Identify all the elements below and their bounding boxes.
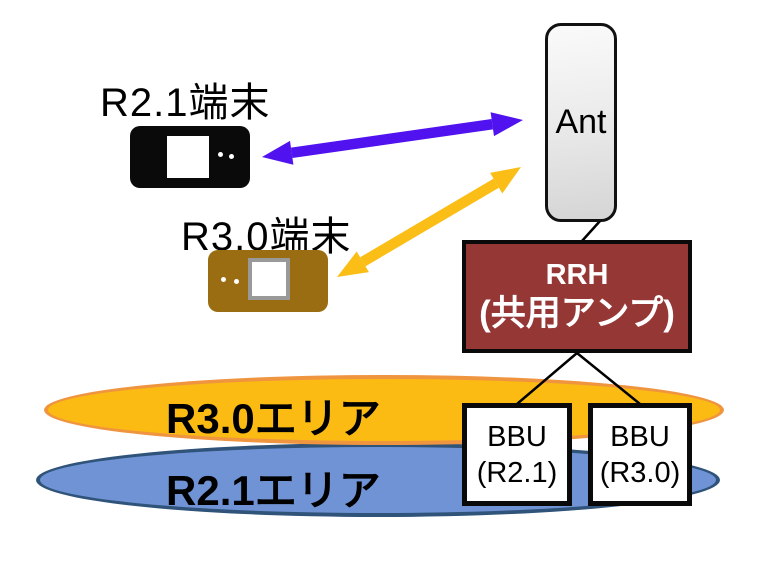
device-led-dot (218, 152, 223, 157)
device-screen (167, 136, 209, 178)
bbu-sublabel: (R3.0) (599, 456, 681, 489)
bbu-r30-node: BBU (R3.0) (588, 403, 692, 506)
rrh-sublabel: (共用アンプ) (479, 293, 675, 333)
ant-label: Ant (555, 103, 607, 141)
bbu-label: BBU (487, 420, 547, 453)
bbu-label: BBU (610, 420, 670, 453)
ant-node: Ant (545, 23, 617, 222)
device-r21-icon (130, 126, 250, 188)
label-area-r30: R3.0エリア (166, 395, 381, 442)
device-led-dot (221, 277, 226, 282)
label-area-r21: R2.1エリア (166, 467, 381, 514)
ant-rrh-connector-line (581, 220, 601, 242)
device-led-dot (229, 154, 234, 159)
bbu-r21-node: BBU (R2.1) (462, 403, 572, 506)
rrh-label: RRH (545, 258, 609, 291)
device-led-dot (234, 279, 239, 284)
device-screen (248, 258, 290, 300)
bbu-sublabel: (R2.1) (476, 456, 558, 489)
arrow-r21-ant (262, 112, 523, 165)
device-r30-icon (208, 250, 328, 312)
rrh-node: RRH (共用アンプ) (462, 240, 692, 353)
label-terminal-r21: R2.1端末 (100, 81, 271, 125)
